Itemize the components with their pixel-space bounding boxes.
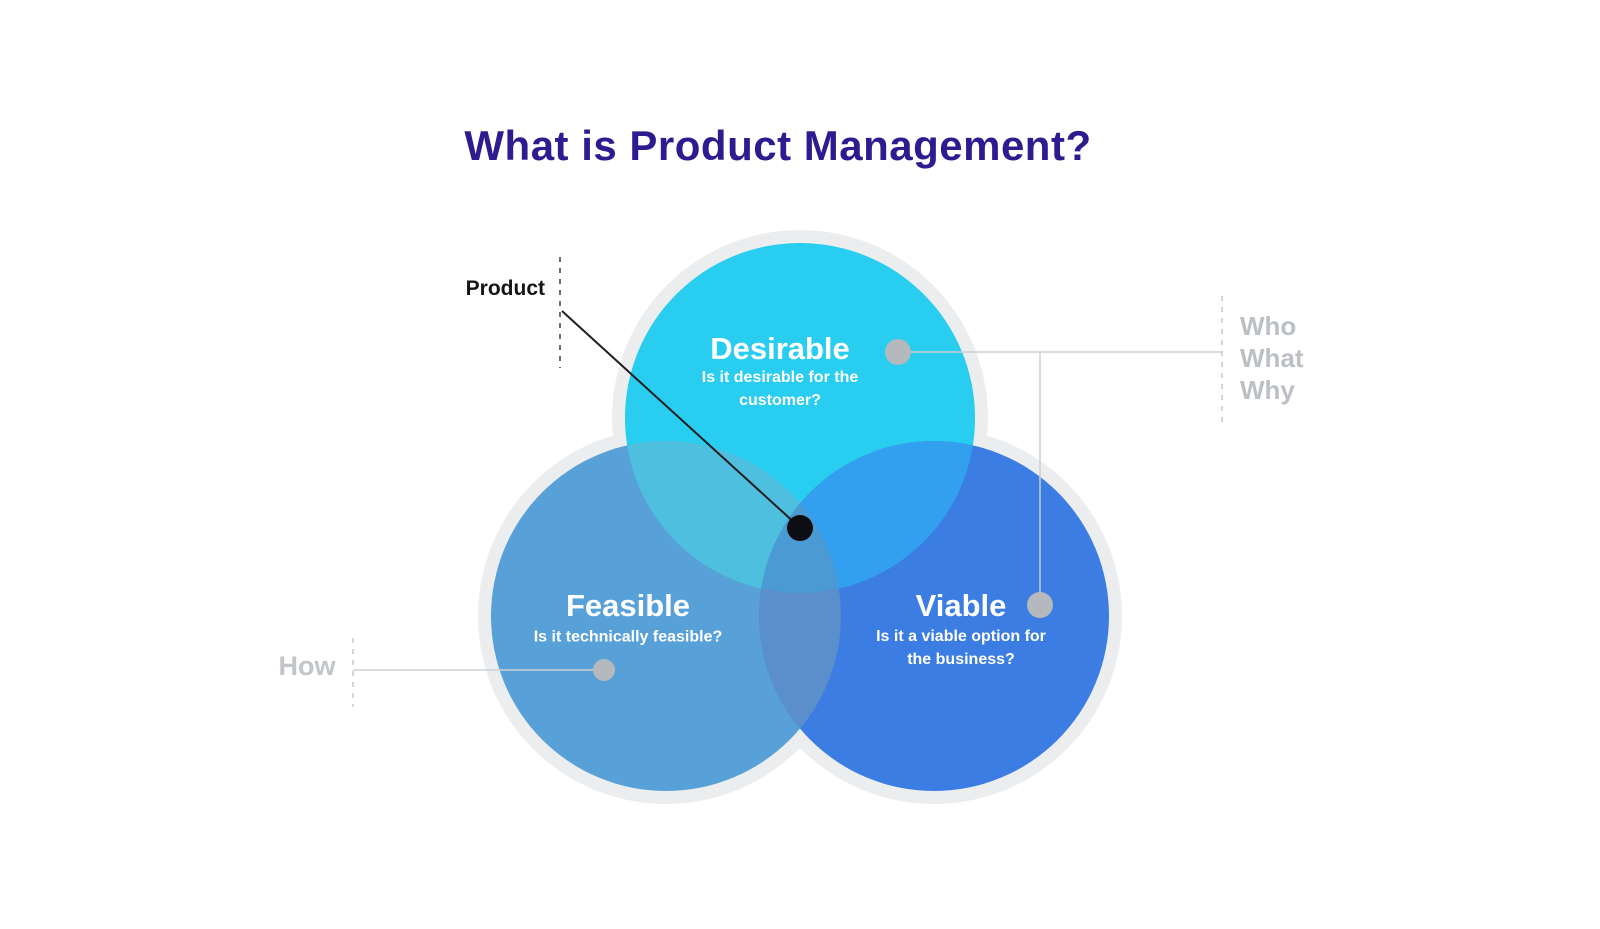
viable-connector-dot bbox=[1027, 592, 1053, 618]
feasible-circle-label: Feasible bbox=[565, 588, 691, 623]
feasible-circle-description: Is it technically feasible? bbox=[533, 628, 723, 646]
product-pointer-line bbox=[561, 310, 798, 526]
overlap-desirable-feasible bbox=[625, 441, 841, 593]
who-line: Who bbox=[1240, 311, 1297, 341]
desirable-circle-description: Is it desirable for the customer? bbox=[701, 369, 859, 409]
page-title: What is Product Management? bbox=[464, 122, 1092, 169]
overlap-desirable-viable bbox=[759, 441, 975, 593]
desirable-connector-dot bbox=[885, 339, 911, 365]
product-annotation-label: Product bbox=[465, 277, 545, 300]
feasible-connector-dot bbox=[593, 659, 615, 681]
viable-circle-description: Is it a viable option for the business? bbox=[876, 628, 1046, 668]
who-what-why-annotation: Who What Why bbox=[1240, 310, 1304, 406]
product-center-dot bbox=[787, 515, 813, 541]
desirable-circle-label: Desirable bbox=[710, 331, 850, 366]
viable-circle-label: Viable bbox=[915, 588, 1007, 623]
how-annotation-label: How bbox=[278, 651, 336, 681]
why-line: Why bbox=[1240, 375, 1295, 405]
what-line: What bbox=[1240, 343, 1304, 373]
